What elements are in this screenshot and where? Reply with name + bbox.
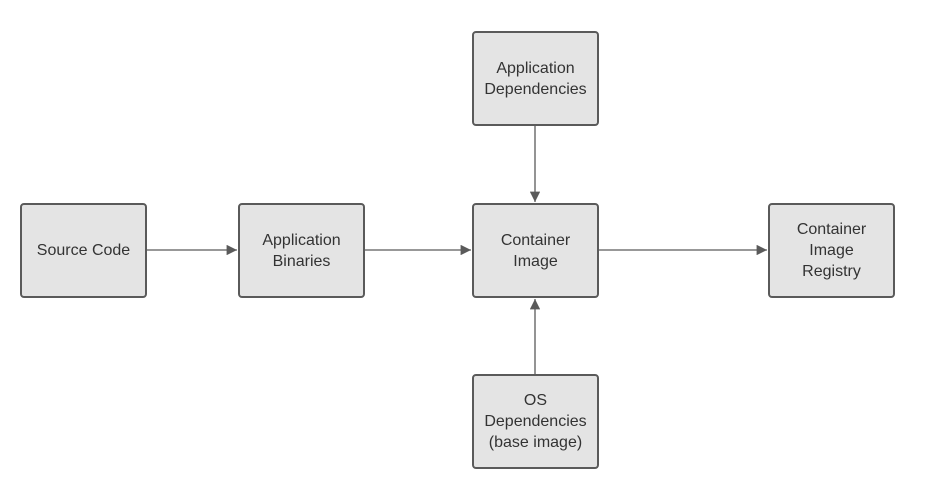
- node-label: Container Image: [500, 231, 571, 270]
- node-label: Application Dependencies: [484, 59, 587, 98]
- node-label: Application Binaries: [262, 231, 341, 270]
- node-container-image: Container Image: [472, 203, 599, 298]
- node-label: Source Code: [36, 242, 131, 259]
- node-os-dependencies: OS Dependencies (base image): [472, 374, 599, 469]
- node-application-dependencies: Application Dependencies: [472, 31, 599, 126]
- node-label: OS Dependencies (base image): [484, 392, 587, 451]
- node-application-binaries: Application Binaries: [238, 203, 365, 298]
- node-container-image-registry: Container Image Registry: [768, 203, 895, 298]
- node-source-code: Source Code: [20, 203, 147, 298]
- node-label: Container Image Registry: [796, 221, 867, 280]
